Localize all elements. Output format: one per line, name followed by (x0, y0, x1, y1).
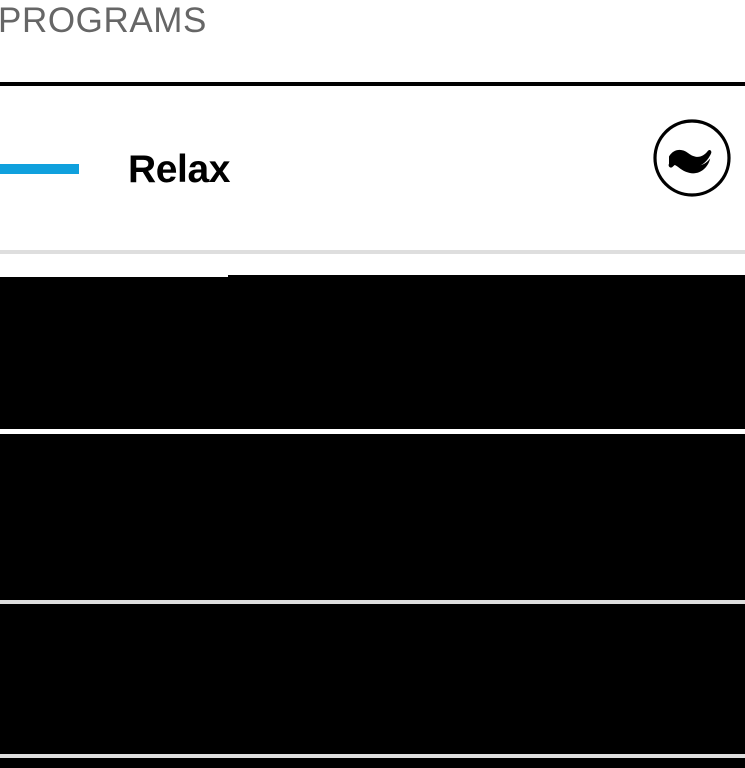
redaction-overlay (0, 758, 745, 768)
row-separator (0, 600, 745, 605)
row-separator (0, 754, 745, 759)
wave-circle-icon (652, 118, 732, 198)
page-title: PROGRAMS (0, 1, 207, 40)
page-header: PROGRAMS (0, 0, 745, 82)
header-divider (0, 82, 745, 86)
row-separator (0, 250, 745, 255)
program-label: Relax (128, 148, 231, 191)
program-accent-bar (0, 164, 79, 174)
program-row[interactable]: Relax (0, 86, 745, 250)
redaction-overlay (0, 604, 745, 754)
redaction-overlay (0, 434, 745, 600)
redaction-overlay (0, 277, 228, 429)
redaction-overlay (228, 275, 745, 429)
